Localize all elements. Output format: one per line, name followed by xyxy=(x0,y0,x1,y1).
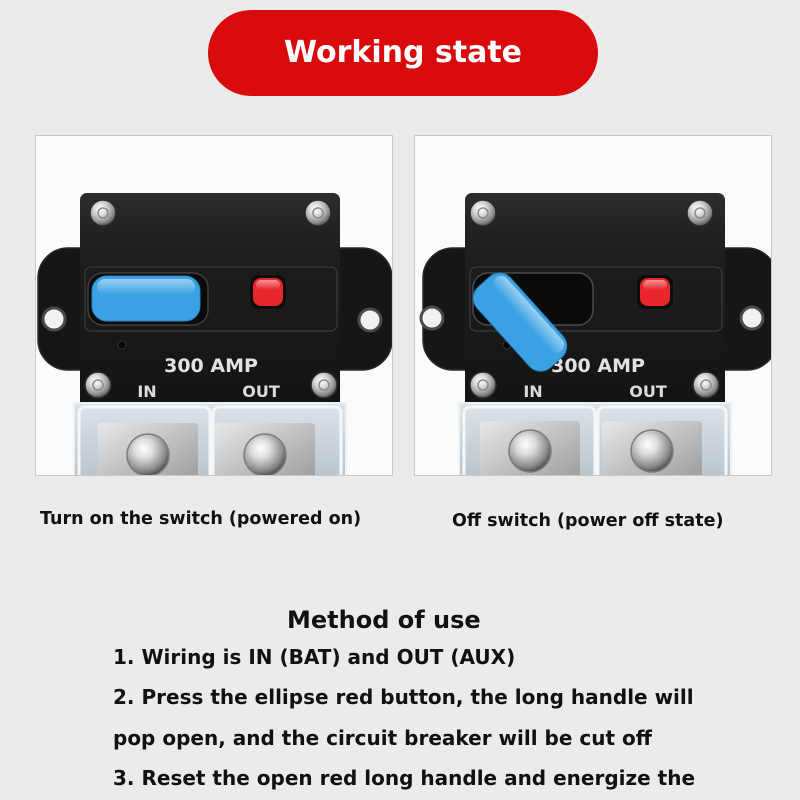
instruction-line: 1. Wiring is IN (BAT) and OUT (AUX) xyxy=(113,645,516,669)
powered-off-caption: Off switch (power off state) xyxy=(452,511,724,531)
toggle-handle xyxy=(472,272,568,372)
out-terminal-label: OUT xyxy=(242,382,280,401)
stud-bolt xyxy=(243,433,287,476)
amp-rating-label: 300 AMP xyxy=(551,355,645,377)
screw xyxy=(469,199,497,227)
switch-recess xyxy=(84,266,338,332)
breaker-on-photo: 300 AMP IN OUT xyxy=(35,135,393,476)
screw xyxy=(84,371,112,399)
switch-recess xyxy=(469,266,723,332)
circuit-breaker: 300 AMP IN OUT xyxy=(419,193,772,476)
breaker-off-photo: 300 AMP IN OUT xyxy=(414,135,772,476)
toggle-handle xyxy=(91,275,201,322)
indicator-dot xyxy=(117,340,127,350)
screw xyxy=(686,199,714,227)
screw xyxy=(469,371,497,399)
circuit-breaker: 300 AMP IN OUT xyxy=(37,193,393,476)
reset-button-highlight xyxy=(256,280,280,290)
transparent-terminal-cover xyxy=(458,402,732,476)
amp-rating-label: 300 AMP xyxy=(164,355,258,377)
transparent-terminal-cover xyxy=(73,402,347,476)
screw xyxy=(89,199,117,227)
stud-bolt xyxy=(508,429,552,473)
reset-button-highlight xyxy=(643,280,667,290)
stud-bolt xyxy=(630,429,674,473)
instruction-line: pop open, and the circuit breaker will b… xyxy=(113,726,652,750)
breaker-off-panel: 300 AMP IN OUT xyxy=(414,135,772,476)
instruction-line: 2. Press the ellipse red button, the lon… xyxy=(113,685,694,709)
breaker-on-panel: 300 AMP IN OUT xyxy=(35,135,393,476)
working-state-banner: Working state xyxy=(208,10,598,96)
mounting-hole-left xyxy=(41,306,67,332)
out-terminal-label: OUT xyxy=(629,382,667,401)
in-terminal-label: IN xyxy=(137,382,156,401)
method-of-use-heading: Method of use xyxy=(287,606,481,634)
mounting-hole-right xyxy=(739,305,765,331)
in-terminal-label: IN xyxy=(523,382,542,401)
breaker-body-shading xyxy=(80,193,340,409)
screw xyxy=(304,199,332,227)
mounting-hole-left xyxy=(419,305,445,331)
instruction-line: 3. Reset the open red long handle and en… xyxy=(113,766,696,790)
screw xyxy=(310,371,338,399)
mounting-hole-right xyxy=(357,307,383,333)
screw xyxy=(692,371,720,399)
stud-bolt xyxy=(126,433,170,476)
powered-on-caption: Turn on the switch (powered on) xyxy=(40,509,362,529)
